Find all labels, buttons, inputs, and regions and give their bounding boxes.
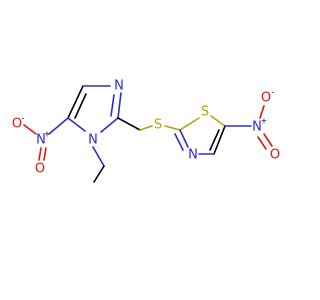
bond-c2-ch2 [117,117,141,131]
atom-n-imidazole-ring: N [88,133,98,148]
bond-s-thiazole-c2 [164,125,181,131]
bond-ch2-s [139,125,153,131]
bond-thiazole-c5-c4-double [209,129,220,151]
bond-thiazole-c2-s1 [179,117,200,131]
bond-nitro-left-o-bottom-double [43,147,47,161]
charge-n-nitro-right: + [261,117,268,126]
bond-n1-c5-imidazole [67,117,86,132]
bond-n1-ethyl [92,146,105,167]
bond-c4-c5-imidazole-double [74,93,87,119]
atom-s-thioether: S [154,118,162,133]
atom-n-imidazole-top: N [114,79,124,94]
bond-nitro-left-o-bottom [38,147,42,161]
bond-nitro-left-o-top [23,124,37,135]
bond-thiazole-s1-c5 [210,115,226,127]
atom-o-nitro-left-bottom: O [35,162,45,177]
bond-c4-c5-imidazole [67,85,84,119]
atom-n-nitro-left: N [36,133,46,148]
atom-o-nitro-left-top: O [12,117,22,132]
atom-o-nitro-right-bottom: O [270,148,280,163]
bond-n3-c2-imidazole [117,92,122,119]
bond-nitro-right-o-bottom-double [257,136,267,150]
charge-n-nitro-left: + [44,130,51,139]
bond-nitro-right-o-bottom [263,133,273,147]
charge-o-nitro-left-top: - [22,114,25,123]
atom-n-nitro-right: N [252,120,262,135]
atom-o-nitro-right-top: O [261,91,271,106]
bond-c2-n1-imidazole [100,117,119,133]
bond-nitro-right-o-top [259,105,265,119]
charge-o-nitro-right-top: - [272,88,275,97]
bond-ethyl-cc [93,165,105,183]
molecule-structure-diagram: N N N + O - O S S N N + O - O [12,79,280,183]
bond-n3-c2-imidazole-double [110,94,115,117]
bond-thiazole-n3-c2-double [174,133,184,151]
bond-c5-nitro-left [48,117,69,135]
bond-thiazole-n3-c2 [179,129,189,148]
bond-thiazole-c5-c4 [213,125,226,155]
atom-n-thiazole: N [188,148,198,163]
atom-s-thiazole: S [201,105,209,120]
